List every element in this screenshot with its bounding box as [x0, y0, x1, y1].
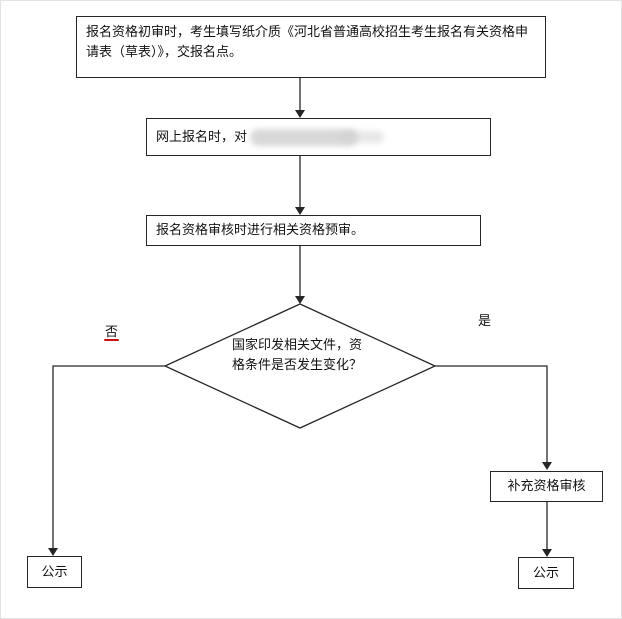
- supplement-review-text: 补充资格审核: [507, 478, 586, 494]
- redacted-smear: [250, 128, 359, 146]
- publish-left-box: 公示: [27, 556, 82, 588]
- step2-box: 网上报名时，对: [146, 118, 491, 156]
- redacted-smear-2: [338, 131, 385, 143]
- step2-text: 网上报名时，对: [156, 128, 248, 144]
- publish-right-box: 公示: [518, 557, 574, 589]
- publish-left-text: 公示: [41, 563, 68, 579]
- arrowhead-2: [295, 207, 305, 215]
- branch-label-yes: 是: [478, 313, 492, 328]
- branch-no-line: [52, 365, 165, 549]
- arrowhead-4: [542, 549, 552, 557]
- step1-box: 报名资格初审时，考生填写纸介质《河北省普通高校招生考生报名有关资格申请表（草表）…: [76, 16, 546, 78]
- step1-text: 报名资格初审时，考生填写纸介质《河北省普通高校招生考生报名有关资格申请表（草表）…: [86, 24, 529, 60]
- branch-label-no: 否: [105, 324, 119, 339]
- step3-text: 报名资格审核时进行相关资格预审。: [156, 222, 365, 238]
- decision-text: 国家印发相关文件，资格条件是否发生变化？: [232, 337, 363, 372]
- step3-box: 报名资格审核时进行相关资格预审。: [146, 215, 481, 246]
- publish-right-text: 公示: [532, 564, 559, 580]
- red-underline-mark: [104, 339, 119, 341]
- arrowhead-yes: [542, 462, 552, 470]
- branch-yes-line: [435, 365, 548, 463]
- arrowhead-1: [295, 110, 305, 118]
- supplement-review-box: 补充资格审核: [490, 471, 603, 502]
- arrowhead-3: [295, 296, 305, 304]
- arrowhead-no: [48, 548, 58, 556]
